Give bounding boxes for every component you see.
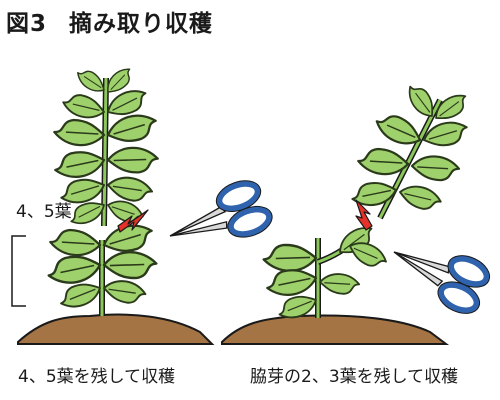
right-plant <box>221 79 473 345</box>
right-lower-foliage <box>261 221 391 322</box>
right-harvested-tip-foliage <box>350 79 473 216</box>
figure-title: 図3 摘み取り収穫 <box>6 4 213 38</box>
right-caption: 脇芽の2、3葉を残して収穫 <box>250 367 459 387</box>
leaf-count-label: 4、5葉 <box>16 202 72 222</box>
right-scissors <box>393 251 491 314</box>
left-soil-mound <box>17 313 215 345</box>
leaf-count-bracket <box>11 235 26 307</box>
left-caption: 4、5葉を残して収穫 <box>18 367 176 387</box>
left-scissors <box>169 180 273 238</box>
left-plant <box>17 64 215 345</box>
left-cut-arrow <box>117 209 149 233</box>
figure-number: 図3 <box>6 11 48 37</box>
right-cut-arrow <box>355 199 373 231</box>
figure-title-text: 摘み取り収穫 <box>69 11 214 37</box>
right-soil-mound <box>221 314 449 345</box>
